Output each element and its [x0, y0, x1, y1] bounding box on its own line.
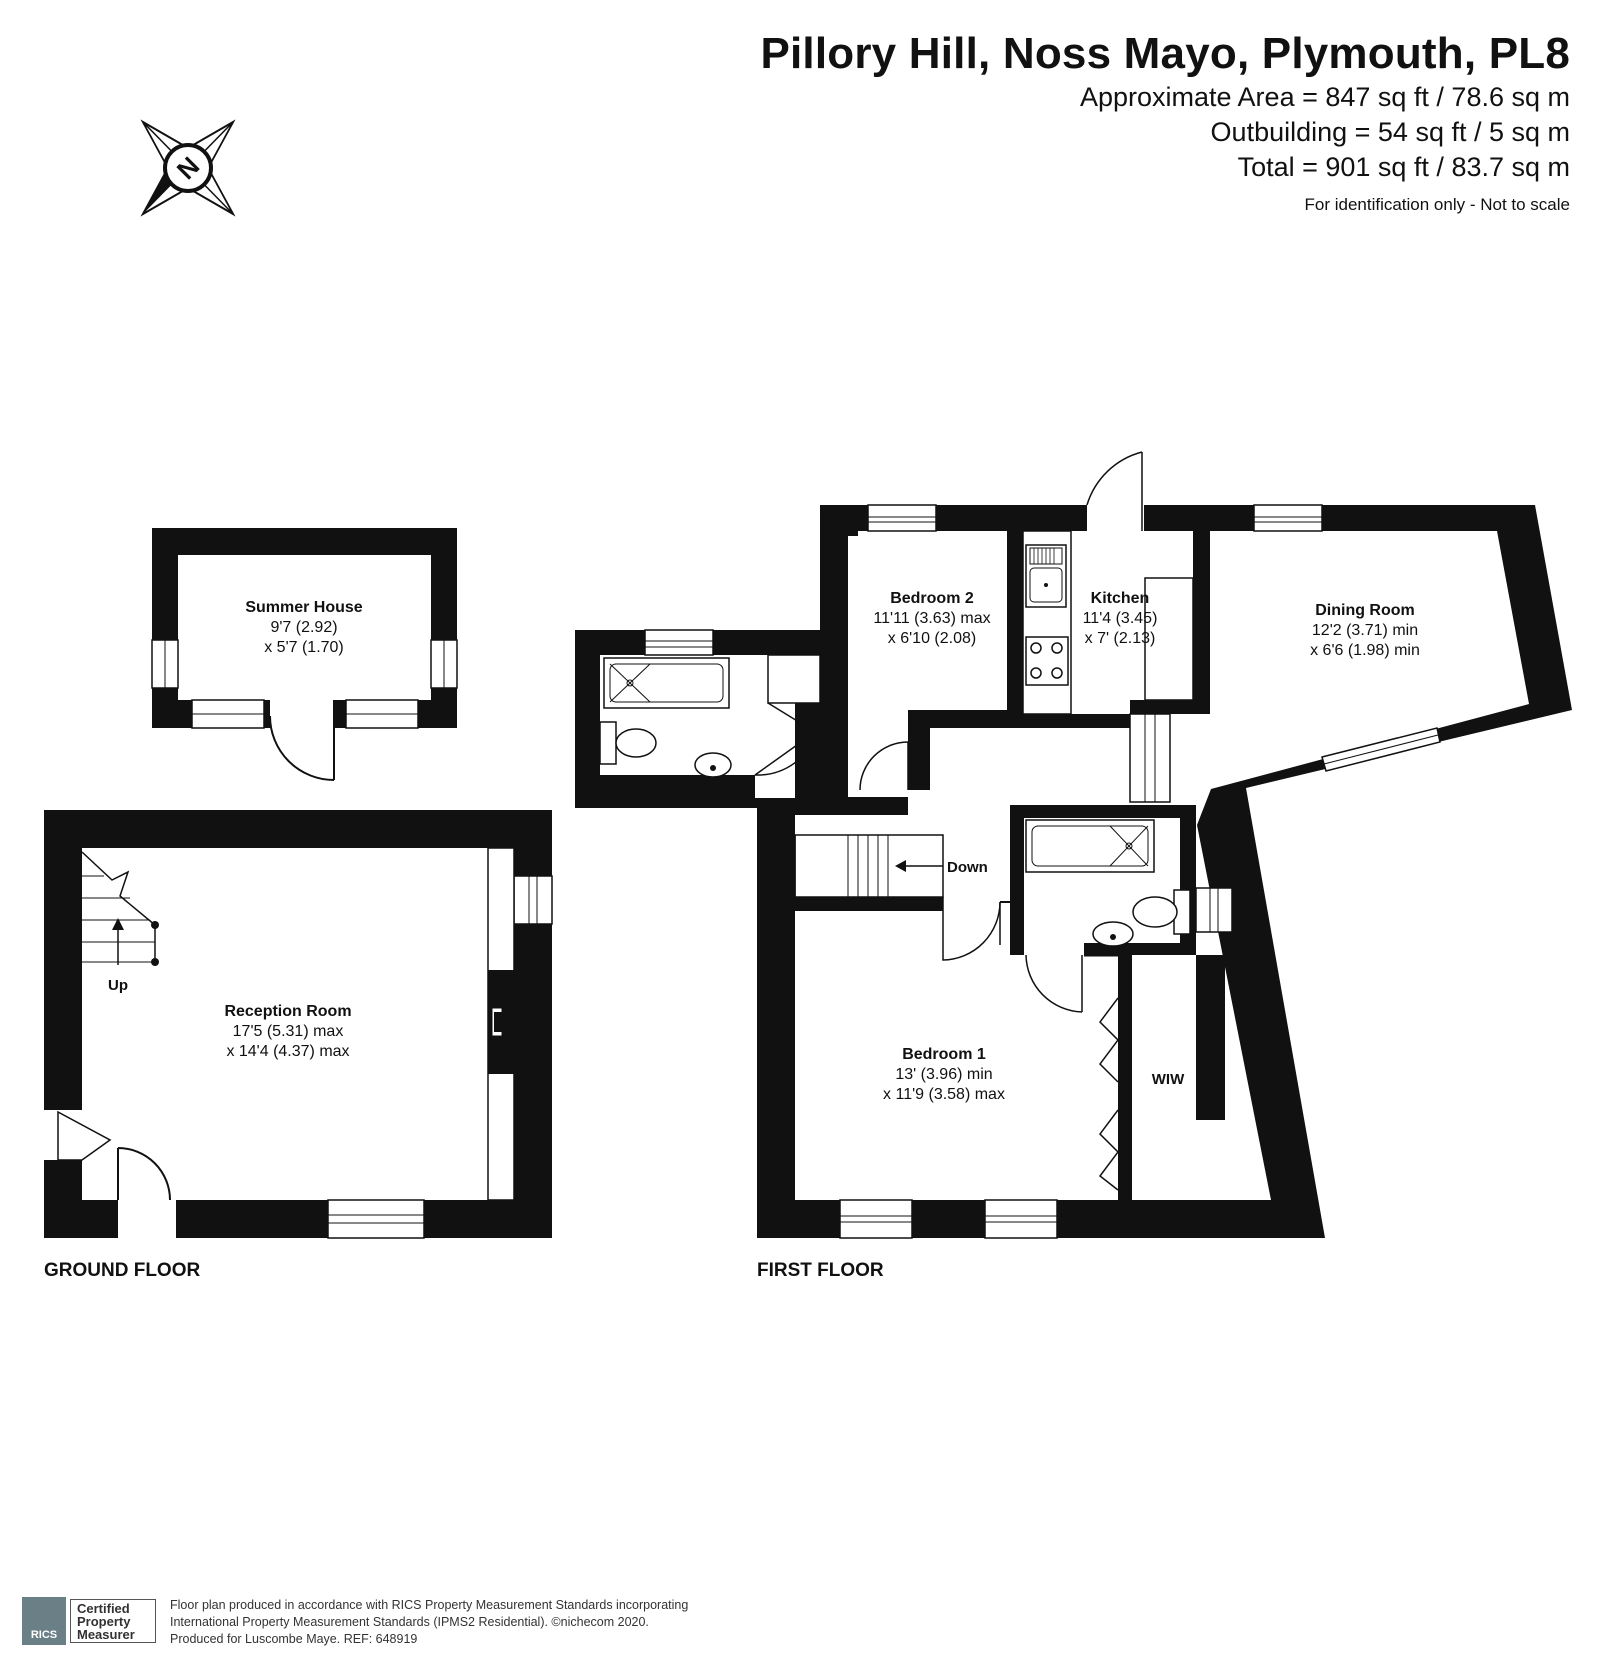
badge-line-1: Certified — [77, 1601, 130, 1616]
room-dim-reception-2: x 14'4 (4.37) max — [226, 1043, 349, 1060]
scale-note: For identification only - Not to scale — [1304, 195, 1570, 214]
wardrobe-label: WIW — [1152, 1071, 1185, 1088]
room-name-reception: Reception Room — [224, 1003, 351, 1020]
header: Pillory Hill, Noss Mayo, Plymouth, PL8 A… — [760, 28, 1570, 215]
stairs-up-label: Up — [108, 977, 128, 994]
room-name-dining-room: Dining Room — [1315, 602, 1415, 619]
room-dim-bedroom-1-2: x 11'9 (3.58) max — [883, 1086, 1005, 1103]
room-name-summer-house: Summer House — [245, 599, 362, 616]
floor-label-ground: GROUND FLOOR — [44, 1260, 200, 1281]
room-name-bedroom-2: Bedroom 2 — [890, 590, 974, 607]
compass-rose-icon: N — [140, 119, 236, 217]
footer: RICS Certified Property Measurer Floor p… — [22, 1597, 688, 1648]
footer-text: Floor plan produced in accordance with R… — [170, 1597, 688, 1648]
stairs-first — [794, 834, 944, 898]
badge-line-2: Property — [77, 1614, 131, 1629]
room-dim-reception-1: 17'5 (5.31) max — [233, 1023, 344, 1040]
room-dim-summer-house-2: x 5'7 (1.70) — [264, 639, 344, 656]
first-floor-plan: Down WIW — [575, 451, 1572, 1239]
room-dim-dining-room-1: 12'2 (3.71) min — [1312, 622, 1418, 639]
room-dim-dining-room-2: x 6'6 (1.98) min — [1310, 642, 1420, 659]
footer-line-2: International Property Measurement Stand… — [170, 1615, 649, 1629]
rics-logo: RICS — [22, 1597, 66, 1645]
area-outbuilding: Outbuilding = 54 sq ft / 5 sq m — [1210, 117, 1570, 147]
room-dim-summer-house-1: 9'7 (2.92) — [270, 619, 337, 636]
area-total: Total = 901 sq ft / 83.7 sq m — [1237, 152, 1570, 182]
room-dim-bedroom-2-2: x 6'10 (2.08) — [888, 630, 976, 647]
stairs-ground — [81, 851, 159, 966]
page-title: Pillory Hill, Noss Mayo, Plymouth, PL8 — [760, 29, 1570, 78]
room-dim-kitchen-1: 11'4 (3.45) — [1083, 610, 1158, 627]
badge-line-3: Measurer — [77, 1627, 135, 1642]
room-dim-bedroom-1-1: 13' (3.96) min — [895, 1066, 992, 1083]
area-approximate: Approximate Area = 847 sq ft / 78.6 sq m — [1079, 82, 1570, 112]
summer-house: Summer House 9'7 (2.92) x 5'7 (1.70) — [151, 528, 458, 781]
room-dim-kitchen-2: x 7' (2.13) — [1085, 630, 1156, 647]
certified-measurer-badge: Certified Property Measurer — [70, 1599, 156, 1643]
footer-line-3: Produced for Luscombe Maye. REF: 648919 — [170, 1632, 418, 1646]
floor-label-first: FIRST FLOOR — [757, 1260, 884, 1281]
footer-line-1: Floor plan produced in accordance with R… — [170, 1598, 689, 1612]
room-name-bedroom-1: Bedroom 1 — [902, 1046, 986, 1063]
rics-badge: RICS Certified Property Measurer — [22, 1597, 156, 1645]
reception-room: Up Reception Room 17'5 (5.31) max x 14'4… — [44, 810, 553, 1239]
rics-logo-text: RICS — [30, 1629, 58, 1641]
stairs-down-label: Down — [947, 859, 988, 876]
room-dim-bedroom-2-1: 11'11 (3.63) max — [873, 610, 990, 627]
room-name-kitchen: Kitchen — [1091, 590, 1150, 607]
